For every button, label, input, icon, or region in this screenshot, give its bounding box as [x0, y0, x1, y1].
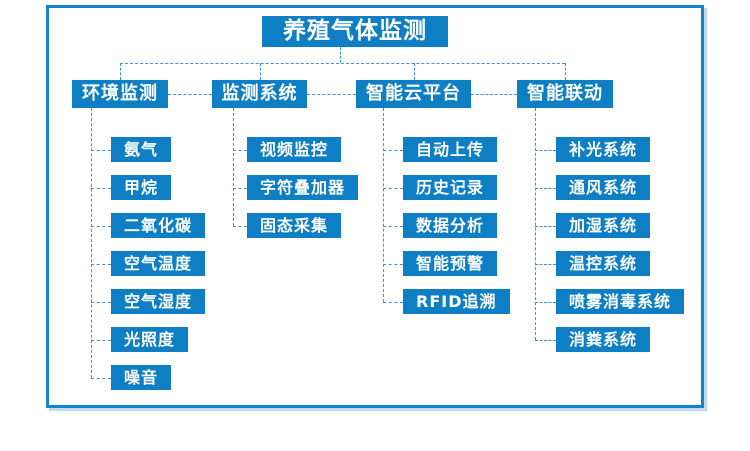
connector-child-stub: [535, 263, 556, 265]
connector-child-stub: [535, 301, 556, 303]
child-node: 自动上传: [403, 137, 498, 162]
connector-child-stub: [233, 187, 247, 189]
connector-child-stub: [535, 225, 556, 227]
connector-child-stub: [233, 149, 247, 151]
connector-column-line: [91, 108, 92, 378]
child-node: 温控系统: [556, 251, 651, 276]
connector-child-stub: [91, 187, 111, 189]
child-node: 空气温度: [111, 251, 206, 276]
child-node: 喷雾消毒系统: [556, 289, 685, 314]
child-node: 字符叠加器: [247, 175, 359, 200]
connector-child-stub: [383, 225, 403, 227]
connector-branch-tick: [120, 63, 121, 80]
branch-node-smart-linkage: 智能联动: [517, 80, 613, 108]
connector-child-stub: [91, 225, 111, 227]
child-node: 固态采集: [247, 213, 342, 238]
child-node: 二氧化碳: [111, 213, 206, 238]
child-node: 视频监控: [247, 137, 342, 162]
connector-child-stub: [383, 301, 403, 303]
connector-distributor: [120, 63, 565, 64]
branch-node-smart-cloud-platform: 智能云平台: [356, 80, 471, 108]
connector-branch-tick: [413, 63, 415, 80]
connector-child-stub: [383, 187, 403, 189]
diagram-title: 养殖气体监测: [262, 16, 448, 47]
child-node: 补光系统: [556, 137, 651, 162]
child-node: 数据分析: [403, 213, 498, 238]
child-node: 空气湿度: [111, 289, 206, 314]
connector-child-stub: [535, 149, 556, 151]
connector-branch-tick: [259, 63, 261, 80]
connector-child-stub: [383, 149, 403, 151]
child-node: 加湿系统: [556, 213, 651, 238]
connector-branch-link: [471, 94, 517, 95]
connector-child-stub: [535, 187, 556, 189]
connector-branch-tick: [565, 63, 566, 80]
branch-node-environment-monitoring: 环境监测: [72, 80, 168, 108]
child-node: 消粪系统: [556, 327, 651, 352]
child-node: 噪音: [111, 365, 172, 390]
connector-child-stub: [233, 225, 247, 227]
child-node: 氨气: [111, 137, 172, 162]
child-node: 甲烷: [111, 175, 172, 200]
child-node: RFID追溯: [403, 289, 510, 314]
connector-column-line: [383, 108, 384, 302]
connector-child-stub: [91, 149, 111, 151]
connector-title-drop: [340, 47, 341, 63]
connector-branch-link: [168, 94, 212, 95]
child-node: 通风系统: [556, 175, 651, 200]
connector-child-stub: [535, 339, 556, 341]
connector-column-line: [535, 108, 536, 340]
branch-node-monitoring-system: 监测系统: [212, 80, 307, 108]
child-node: 历史记录: [403, 175, 498, 200]
connector-column-line: [233, 108, 234, 226]
connector-child-stub: [91, 339, 111, 341]
connector-child-stub: [91, 301, 111, 303]
connector-child-stub: [91, 263, 111, 265]
child-node: 智能预警: [403, 251, 498, 276]
child-node: 光照度: [111, 327, 189, 352]
connector-child-stub: [91, 377, 111, 379]
connector-child-stub: [383, 263, 403, 265]
connector-branch-link: [307, 94, 356, 95]
